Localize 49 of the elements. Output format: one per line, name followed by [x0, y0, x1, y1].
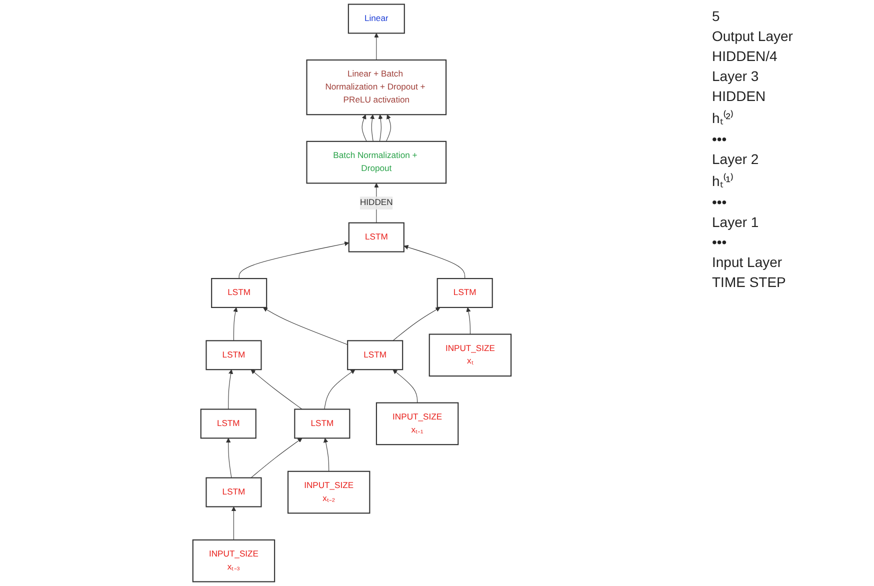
node-box: Batch Normalization + Dropout	[306, 140, 447, 184]
arrow	[238, 241, 350, 279]
layer-label: Layer 2	[712, 151, 760, 167]
layer-label: Output Layer	[712, 28, 794, 44]
node-box: INPUT_SIZE xₜ	[428, 334, 512, 377]
arrow	[466, 307, 471, 335]
arrow	[392, 369, 418, 404]
node-box: INPUT_SIZE xₜ₋₂	[288, 470, 370, 514]
node-box: INPUT_SIZE xₜ₋₃	[192, 539, 276, 582]
node-box: LSTM	[347, 340, 404, 370]
layer-label: Layer 1	[712, 214, 760, 230]
node-box: LSTM	[211, 278, 268, 308]
arrow	[228, 369, 234, 410]
layer-label: hₜ⁽²⁾	[712, 109, 734, 127]
arrow	[231, 506, 236, 540]
layer-label: HIDDEN/4	[712, 48, 778, 64]
node-box: INPUT_SIZE xₜ₋₁	[376, 402, 459, 446]
arrow	[324, 438, 330, 472]
arrow	[404, 244, 466, 279]
arrow	[386, 114, 392, 142]
arrow	[378, 114, 383, 142]
node-box: LSTM	[436, 278, 493, 308]
node-box: LSTM	[206, 340, 262, 370]
node-box: LSTM	[200, 408, 256, 439]
node-box: Linear	[348, 4, 405, 34]
node-box: LSTM	[348, 222, 404, 252]
node-box: Linear + Batch Normalization + Dropout + PReLU activation	[306, 59, 447, 116]
arrow	[250, 438, 302, 478]
layer-label: TIME STEP	[712, 274, 787, 290]
arrow	[233, 307, 238, 341]
layer-label: •••	[712, 234, 728, 250]
arrow	[226, 438, 232, 478]
layer-label: Layer 3	[712, 68, 760, 84]
edge-label: HIDDEN	[360, 198, 393, 208]
node-box: LSTM	[294, 408, 350, 439]
arrow	[324, 369, 356, 410]
layer-label: •••	[712, 131, 728, 147]
arrow	[392, 307, 440, 341]
node-box: LSTM	[206, 477, 262, 508]
layer-label: Input Layer	[712, 254, 784, 270]
arrow	[374, 33, 379, 60]
layer-label: •••	[712, 194, 728, 210]
arrow	[370, 114, 375, 142]
layer-label: hₜ⁽¹⁾	[712, 172, 734, 190]
arrow	[262, 307, 348, 345]
layer-label: 5	[712, 8, 721, 24]
layer-label: HIDDEN	[712, 88, 767, 104]
arrow	[362, 114, 367, 142]
arrow	[250, 369, 302, 410]
